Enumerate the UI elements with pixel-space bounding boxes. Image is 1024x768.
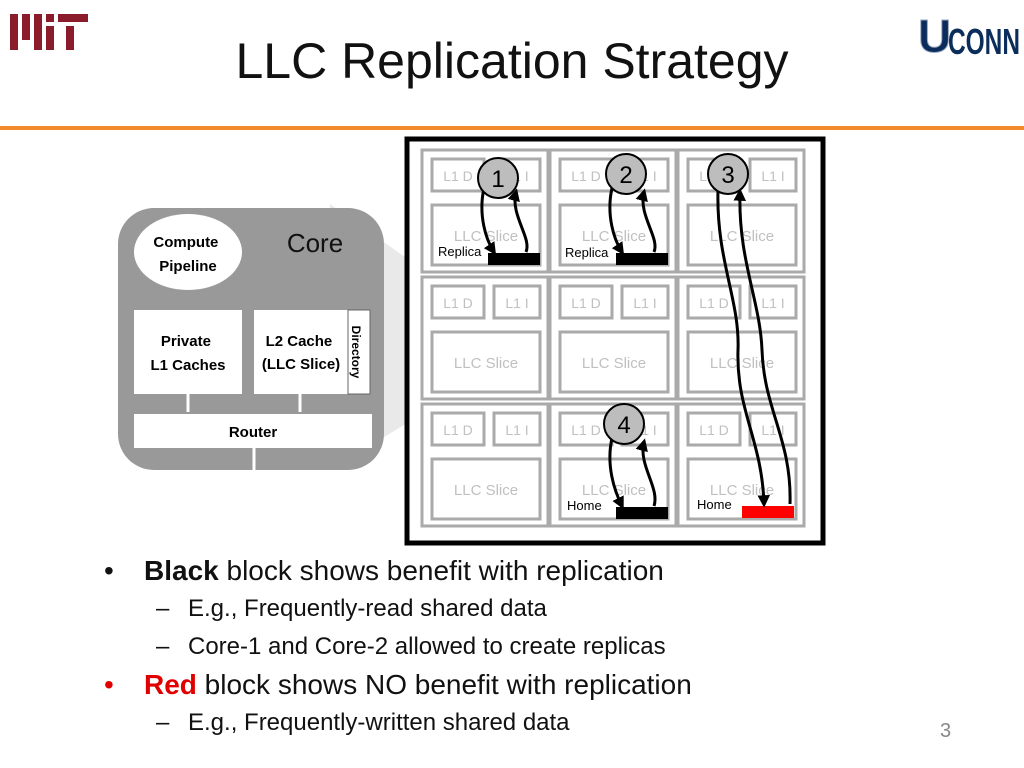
l1d-label: L1 D <box>443 295 473 311</box>
svg-text:1: 1 <box>491 166 504 193</box>
compute-pipeline <box>134 214 242 290</box>
l1d-box <box>430 284 486 320</box>
home-label-1: Home <box>567 498 602 513</box>
sub-bullet-replicas: –Core-1 and Core-2 allowed to create rep… <box>156 633 666 660</box>
svg-text:CONN: CONN <box>948 21 1020 60</box>
slide-title: LLC Replication Strategy <box>235 33 789 89</box>
svg-text:U: U <box>918 10 951 60</box>
bullet-red-keyword: Red <box>144 669 197 700</box>
marker-3: 3 <box>707 153 749 195</box>
arrow-2-down <box>608 187 625 256</box>
home-block-red <box>742 506 794 518</box>
tile-5: L1 D L1 I LLC Slice <box>548 275 678 401</box>
arrow-1-up <box>507 188 529 253</box>
replica-block-1 <box>488 253 540 265</box>
l1d-label: L1 D <box>443 168 473 184</box>
arrow-4-up <box>635 438 657 507</box>
l1i-box <box>492 411 542 447</box>
sub-bullet-read-shared: –E.g., Frequently-read shared data <box>156 595 547 622</box>
l1d-label: L1 D <box>571 295 601 311</box>
router <box>134 414 372 448</box>
uconn-logo: U CONN <box>918 10 1020 61</box>
bullet-black-text: block shows benefit with replication <box>218 555 664 586</box>
marker-2: 2 <box>605 153 647 195</box>
bullet-black: • Black block shows benefit with replica… <box>98 552 978 590</box>
l1i-box <box>620 284 670 320</box>
arrow-4-down <box>608 437 624 510</box>
llc-slice-box <box>558 330 670 394</box>
bullet-black-keyword: Black <box>144 555 219 586</box>
llc-slice-label: LLC Slice <box>454 355 518 372</box>
llc-slice-label: LLC Slice <box>454 482 518 499</box>
replica-label-2: Replica <box>565 245 609 260</box>
arrow-2-up <box>635 188 657 253</box>
l1d-label: L1 D <box>699 295 729 311</box>
l1i-box <box>748 157 798 193</box>
arrow-3-up <box>733 188 792 505</box>
directory-box <box>347 309 371 395</box>
replica-label-1: Replica <box>438 244 482 259</box>
l2-cache-label: L2 Cache (LLC Slice) <box>262 333 340 373</box>
replica-block-2 <box>616 253 668 265</box>
l1i-label: L1 I <box>505 295 528 311</box>
llc-slice-box <box>430 457 542 521</box>
marker-1: 1 <box>477 157 519 199</box>
l1d-box <box>430 411 486 447</box>
private-l1-caches <box>134 310 242 394</box>
llc-slice-box <box>686 330 798 394</box>
l1i-label: L1 I <box>761 168 784 184</box>
arrow-1-down <box>480 187 497 256</box>
llc-slice-box <box>430 330 542 394</box>
bullet-mark: • <box>104 555 114 586</box>
l1d-label: L1 D <box>699 422 729 438</box>
llc-slice-label: LLC Slice <box>582 355 646 372</box>
directory-label: Directory <box>349 326 363 379</box>
llc-slice-label: LLC Slice <box>710 355 774 372</box>
bullet-list: • Black block shows benefit with replica… <box>98 552 978 742</box>
svg-text:4: 4 <box>617 412 630 439</box>
tile-7: L1 D L1 I LLC Slice <box>420 402 550 528</box>
router-label: Router <box>229 424 277 441</box>
svg-text:2: 2 <box>619 162 632 189</box>
l1i-label: L1 I <box>633 295 656 311</box>
bullet-red-text: block shows NO benefit with replication <box>196 669 692 700</box>
sub-bullet-written-shared: –E.g., Frequently-written shared data <box>156 709 570 736</box>
marker-4: 4 <box>603 403 645 445</box>
l1d-box <box>686 411 742 447</box>
bullet-red: • Red block shows NO benefit with replic… <box>98 666 978 704</box>
l1d-box <box>686 284 742 320</box>
l1d-label: L1 D <box>571 168 601 184</box>
replication-diagram: Compute Pipeline Core Private L1 Caches … <box>118 136 826 546</box>
l2-cache <box>254 310 348 394</box>
private-l1-label: Private L1 Caches <box>150 333 225 374</box>
mit-logo <box>10 14 88 50</box>
arrow-3-down <box>716 189 771 508</box>
l1i-label: L1 I <box>761 295 784 311</box>
page-number: 3 <box>940 720 952 742</box>
title-divider <box>0 126 1024 130</box>
home-label-2: Home <box>697 497 732 512</box>
core-label: Core <box>287 228 343 258</box>
tile-6: L1 D L1 I LLC Slice <box>676 275 806 401</box>
l1d-box <box>558 284 614 320</box>
compute-pipeline-label: Compute Pipeline <box>153 234 222 275</box>
l1d-box <box>430 157 486 193</box>
svg-text:3: 3 <box>721 162 734 189</box>
bullet-mark-red: • <box>104 669 114 700</box>
l1d-label: L1 D <box>443 422 473 438</box>
l1d-box <box>558 157 614 193</box>
home-block-black <box>616 507 668 519</box>
tile-4: L1 D L1 I LLC Slice <box>420 275 550 401</box>
l1i-label: L1 I <box>505 422 528 438</box>
l1i-box <box>492 284 542 320</box>
l1d-label: L1 D <box>571 422 601 438</box>
llc-slice-label: LLC Slice <box>710 482 774 499</box>
